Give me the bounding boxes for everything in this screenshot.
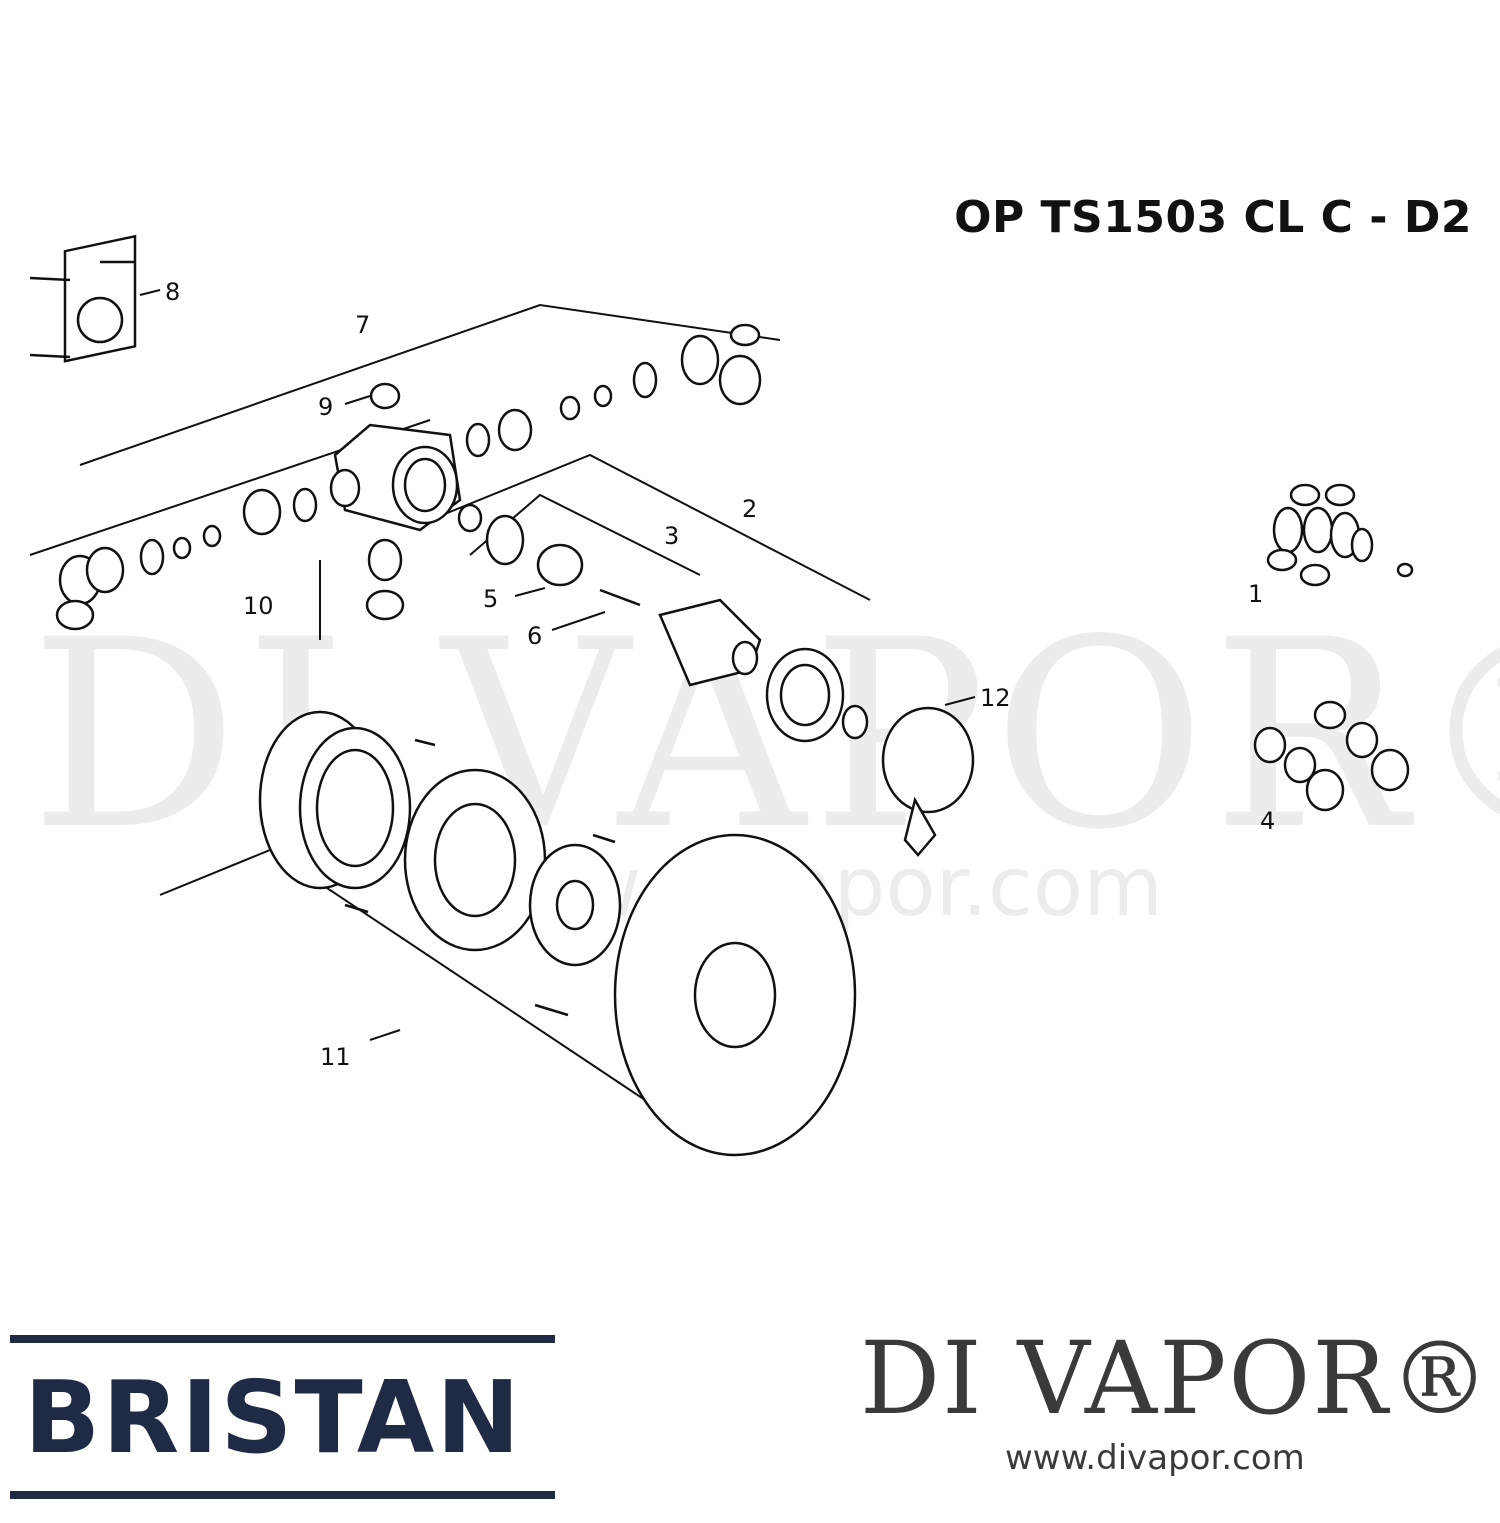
callout-11: 11 xyxy=(320,1043,351,1071)
elbow-fitting-left xyxy=(55,546,125,631)
bracket-7 xyxy=(79,303,781,466)
callout-12: 12 xyxy=(980,684,1011,712)
valve-body-part xyxy=(329,423,462,532)
callout-5: 5 xyxy=(483,585,499,613)
cartridge-part xyxy=(658,598,762,687)
leader-8 xyxy=(139,289,161,296)
handle-part xyxy=(881,706,975,857)
callout-10: 10 xyxy=(243,592,274,620)
callout-9: 9 xyxy=(318,393,334,421)
callout-3: 3 xyxy=(664,522,680,550)
callout-6: 6 xyxy=(527,622,543,650)
leader-5 xyxy=(514,587,546,597)
callout-7: 7 xyxy=(355,311,371,339)
seal-kit-part-1 xyxy=(1266,483,1414,587)
divapor-wordmark: DI VAPOR® xyxy=(860,1320,1492,1437)
callout-1: 1 xyxy=(1248,580,1264,608)
mounting-bracket-part xyxy=(29,234,137,363)
diagram-title: OP TS1503 CL C - D2 xyxy=(954,192,1472,243)
callout-4: 4 xyxy=(1260,807,1276,835)
bracket-2 xyxy=(429,453,871,601)
divapor-url: www.divapor.com xyxy=(1005,1438,1305,1478)
leader-6 xyxy=(551,611,606,631)
bristan-logo: BRISTAN xyxy=(10,1335,555,1523)
elbow-fitting-right xyxy=(680,323,762,406)
pin-part-6 xyxy=(599,588,641,607)
washer-kit-part-4 xyxy=(1253,700,1410,812)
o-ring-part xyxy=(485,514,525,566)
logo-bottom-bar xyxy=(10,1491,555,1499)
leader-11 xyxy=(369,1029,401,1041)
leader-12 xyxy=(944,696,976,706)
faceplate-assembly-part xyxy=(258,710,857,1157)
divapor-logo: DI VAPOR® www.divapor.com xyxy=(860,1320,1490,1500)
cap-part xyxy=(369,382,401,410)
logo-top-bar xyxy=(10,1335,555,1343)
shroud-part xyxy=(765,647,845,743)
callout-8: 8 xyxy=(165,278,181,306)
callout-2: 2 xyxy=(742,495,758,523)
piston-part-5 xyxy=(536,543,584,587)
bristan-wordmark: BRISTAN xyxy=(24,1359,522,1476)
connector-part-10 xyxy=(365,538,405,621)
leader-9 xyxy=(344,395,371,405)
